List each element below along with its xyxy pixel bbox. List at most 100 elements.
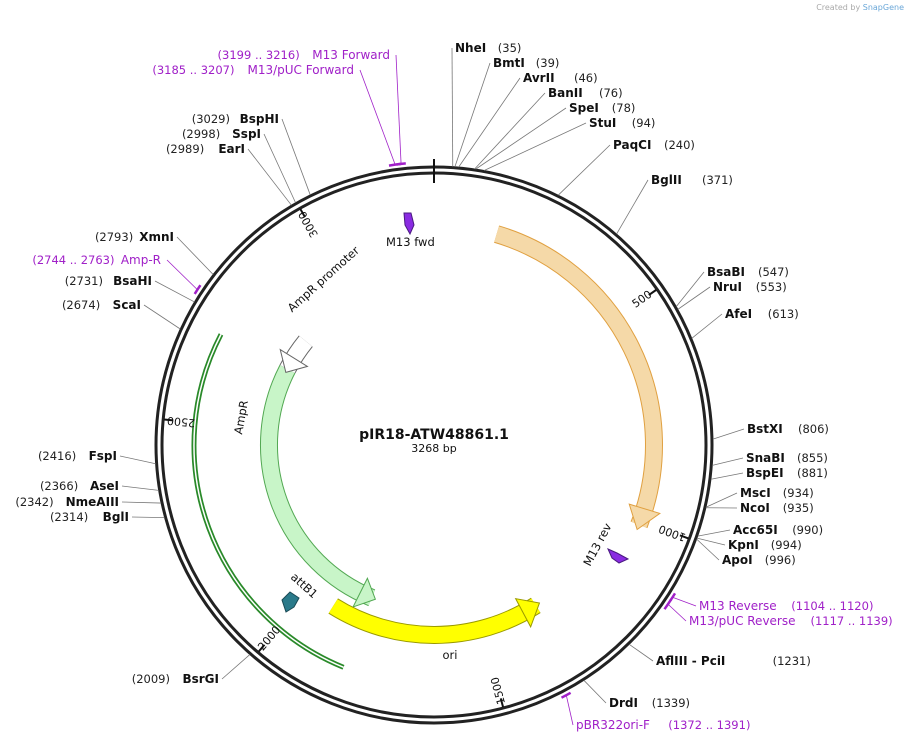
site-acc65i[interactable]: Acc65I(990) [697, 523, 823, 537]
site-bsabi[interactable]: BsaBI(547) [675, 265, 789, 307]
primer-amp-r[interactable]: Amp-R(2744 .. 2763) [32, 253, 202, 295]
site-leader [696, 538, 720, 561]
primer-position: (3199 .. 3216) [218, 48, 300, 62]
m13-rev-arrow[interactable] [607, 548, 630, 564]
primer-name: Amp-R [121, 253, 161, 267]
site-spei[interactable]: SpeI(78) [475, 101, 636, 170]
site-bstxi[interactable]: BstXI(806) [712, 422, 829, 440]
m13-fwd-arrow[interactable] [403, 212, 415, 236]
site-leader [696, 537, 726, 546]
site-bsrgi[interactable]: BsrGI(2009) [132, 654, 251, 686]
site-leader [483, 122, 587, 171]
feature-ampr-outer[interactable] [193, 334, 344, 668]
site-name: BsrGI [182, 672, 219, 686]
site-nrui[interactable]: NruI(553) [677, 280, 787, 310]
primer-m13-forward[interactable]: M13 Forward(3199 .. 3216) [218, 48, 406, 166]
site-fspi[interactable]: FspI(2416) [38, 449, 156, 465]
site-name: NmeAIII [66, 495, 119, 509]
site-leader [458, 77, 521, 168]
site-name: KpnI [728, 538, 759, 552]
site-bglii[interactable]: BglII(371) [616, 173, 733, 235]
site-bmti[interactable]: BmtI(39) [454, 56, 560, 167]
site-leader [691, 313, 723, 339]
site-position: (2314) [50, 510, 88, 524]
site-msci[interactable]: MscI(934) [705, 486, 814, 508]
site-leader [616, 179, 649, 235]
site-position: (94) [632, 116, 656, 130]
tick-mark [499, 698, 505, 708]
primer-position: (1372 .. 1391) [668, 718, 750, 732]
site-leader [121, 485, 159, 491]
site-name: EarI [218, 142, 245, 156]
site-asei[interactable]: AseI(2366) [40, 479, 159, 493]
site-leader [221, 654, 251, 680]
primer-position: (1117 .. 1139) [811, 614, 893, 628]
credit-prefix: Created by [816, 3, 861, 12]
site-paqci[interactable]: PaqCI(240) [557, 138, 695, 196]
primer-bar [388, 162, 402, 167]
site-name: BanII [548, 86, 583, 100]
site-name: AfeI [725, 307, 752, 321]
site-afliii-pcii[interactable]: AflIII - PciI(1231) [628, 644, 811, 668]
site-apoi[interactable]: ApoI(996) [696, 538, 796, 567]
feature-arrowhead-ampr-promoter [279, 348, 309, 374]
site-position: (935) [783, 501, 814, 515]
feature-ori[interactable] [328, 598, 541, 643]
site-snabi[interactable]: SnaBI(855) [712, 451, 828, 466]
site-bspei[interactable]: BspEI(881) [710, 466, 828, 480]
site-scai[interactable]: ScaI(2674) [62, 298, 181, 330]
site-leader [475, 107, 567, 170]
site-leader [677, 286, 711, 310]
tick-mark [299, 208, 306, 218]
site-name: BstXI [747, 422, 783, 436]
tick-mark [257, 644, 266, 653]
site-bsahi[interactable]: BsaHI(2731) [65, 274, 195, 303]
site-position: (3029) [192, 112, 230, 126]
site-ncoi[interactable]: NcoI(935) [705, 501, 814, 515]
site-position: (994) [771, 538, 802, 552]
primer-position: (1104 .. 1120) [791, 599, 873, 613]
credit: Created by SnapGene [816, 3, 904, 12]
site-eari[interactable]: EarI(2989) [166, 142, 292, 206]
site-stui[interactable]: StuI(94) [483, 116, 656, 171]
primer-leader [668, 604, 687, 622]
site-name: BmtI [493, 56, 525, 70]
site-kpni[interactable]: KpnI (994) [696, 537, 802, 552]
site-nhei[interactable]: NheI(35) [451, 41, 521, 167]
site-position: (1231) [773, 654, 811, 668]
m13-fwd-label: M13 fwd [386, 235, 435, 249]
site-name: SspI [232, 127, 261, 141]
site-position: (2731) [65, 274, 103, 288]
primer-m13-puc-forward[interactable]: M13/pUC Forward(3185 .. 3207) [152, 63, 402, 167]
site-leader [710, 472, 744, 480]
primer-pbr322ori-f[interactable]: pBR322ori-F(1372 .. 1391) [560, 691, 751, 732]
site-name: ScaI [113, 298, 141, 312]
site-position: (855) [797, 451, 828, 465]
site-name: FspI [89, 449, 117, 463]
site-drdi[interactable]: DrdI(1339) [583, 680, 690, 710]
attb1-arrow[interactable] [281, 591, 300, 613]
site-leader [281, 118, 311, 196]
site-leader [176, 236, 214, 275]
primer-m13-reverse[interactable]: M13 Reverse(1104 .. 1120) [669, 592, 873, 613]
feature-label-ampr-promoter: AmpR promoter [285, 243, 362, 315]
site-xmni[interactable]: XmnI(2793) [95, 230, 214, 275]
site-sspi[interactable]: SspI(2998) [182, 127, 296, 203]
site-name: AvrII [523, 71, 555, 85]
feature-orange[interactable] [494, 226, 662, 528]
site-bgli[interactable]: BglI(2314) [50, 510, 165, 524]
site-afei[interactable]: AfeI(613) [691, 307, 799, 339]
feature-ampr[interactable] [261, 365, 375, 606]
tick-label: 500 [630, 288, 655, 311]
site-avrii[interactable]: AvrII (46) [458, 71, 598, 168]
site-name: BglII [651, 173, 682, 187]
site-banii[interactable]: BanII(76) [474, 86, 623, 170]
site-leader [154, 280, 195, 303]
primer-m13-puc-reverse[interactable]: M13/pUC Reverse(1117 .. 1139) [663, 598, 893, 628]
site-leader [131, 516, 165, 519]
site-nmeaiii[interactable]: NmeAIII(2342) [15, 495, 162, 509]
site-bsphi[interactable]: BspHI(3029) [192, 112, 311, 196]
site-position: (46) [574, 71, 598, 85]
primer-bar [193, 284, 202, 295]
primer-leader [395, 54, 402, 163]
